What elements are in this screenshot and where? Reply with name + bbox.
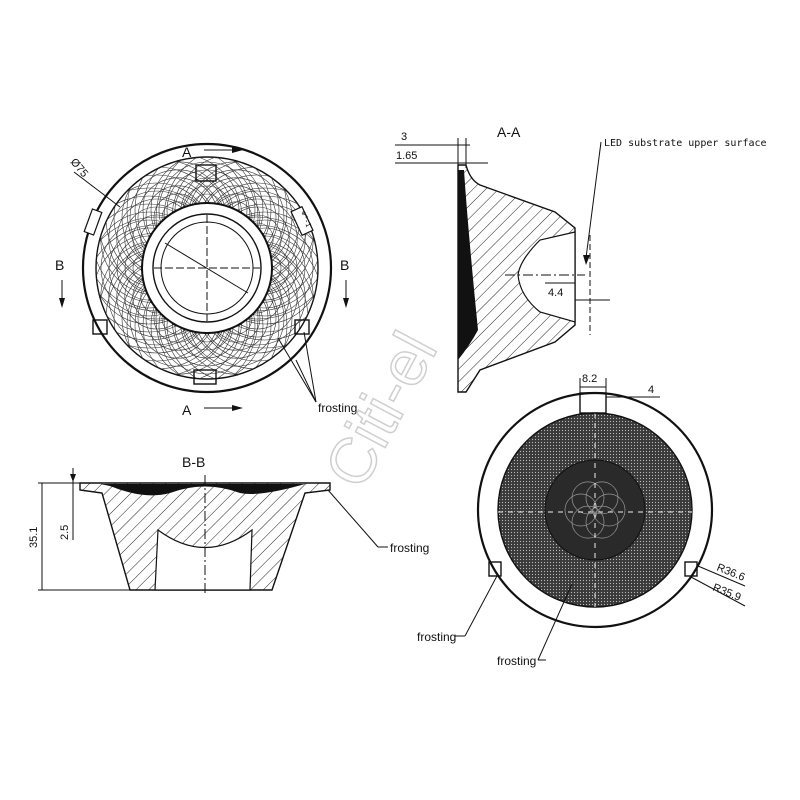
section-b-b-cavity (154, 528, 253, 591)
section-a-a-body (457, 164, 576, 393)
right-notch (294, 319, 310, 335)
outer-rim (81, 142, 333, 394)
section-a-bottom-arrow (232, 405, 243, 411)
back-center-rings (564, 481, 626, 539)
section-b-right-arrow (343, 298, 349, 308)
back-ring (592, 493, 626, 527)
section-a-a-title: A-A (497, 124, 521, 140)
back-center-lens (544, 459, 646, 561)
front-view: ⊕*-I Ø75 A A B B frosting (55, 142, 357, 418)
section-b-b-dark-zone (100, 484, 305, 496)
r366-leader (697, 565, 746, 587)
section-a-top-arrow (232, 147, 243, 153)
frosting-leader-bb (327, 489, 379, 548)
led-substrate-leader (585, 141, 602, 259)
dim-25-arrow (70, 474, 76, 482)
frosting-label-top: frosting (318, 401, 357, 415)
frosting-leader-3 (303, 331, 317, 403)
back-ring (571, 481, 605, 515)
frosting-label-br2: frosting (497, 654, 536, 668)
diameter-leader-ext (73, 171, 121, 208)
led-substrate-label: LED substrate upper surface (604, 138, 767, 149)
dim-25-label: 2.5 (59, 525, 71, 540)
back-view: 8.2 4 R36.6 R35.9 frosting frosting (417, 373, 747, 668)
section-b-b-view: B-B 35.1 2.5 frosting (28, 454, 429, 595)
frosting-label-br1: frosting (417, 630, 456, 644)
diameter-leader (164, 242, 249, 294)
r359-label: R35.9 (711, 582, 743, 604)
frosting-leader-1 (277, 337, 317, 403)
back-top-tab (579, 392, 607, 414)
section-a-top: A (182, 144, 192, 160)
dim-165-label: 1.65 (396, 150, 417, 162)
center-lens-ring (152, 213, 262, 323)
dim-3-label: 3 (401, 131, 407, 143)
frosting-leader-br1 (464, 573, 499, 637)
left-notch (92, 319, 108, 335)
dim-4-label: 4 (648, 384, 654, 396)
back-ring (585, 481, 619, 515)
right-marker-tab (290, 205, 314, 237)
frosting-leader-2 (295, 359, 317, 403)
section-a-bottom: A (182, 402, 192, 418)
frosting-label-bb: frosting (390, 541, 429, 555)
section-a-a-view: A-A 3 1.65 LED substrate upper surface 4… (395, 124, 767, 393)
back-ring (564, 493, 598, 527)
inner-rim (95, 156, 319, 380)
back-right-notch (684, 561, 698, 577)
led-substrate-arrow (583, 255, 590, 265)
left-marker-tab (83, 208, 103, 236)
bottom-tab (193, 369, 217, 385)
dim-82-label: 8.2 (582, 373, 597, 385)
r359-leader (690, 576, 746, 607)
section-b-left-arrow (59, 298, 65, 308)
frosting-leader-br2 (537, 583, 573, 661)
dim-44-label: 4.4 (548, 287, 563, 299)
top-tab (195, 164, 217, 182)
section-b-right: B (340, 257, 349, 273)
back-left-notch (488, 561, 502, 577)
section-b-b-title: B-B (182, 454, 205, 470)
section-b-left: B (55, 257, 64, 273)
dim-351-label: 35.1 (28, 527, 40, 548)
section-a-a-dark-zone (458, 170, 478, 360)
